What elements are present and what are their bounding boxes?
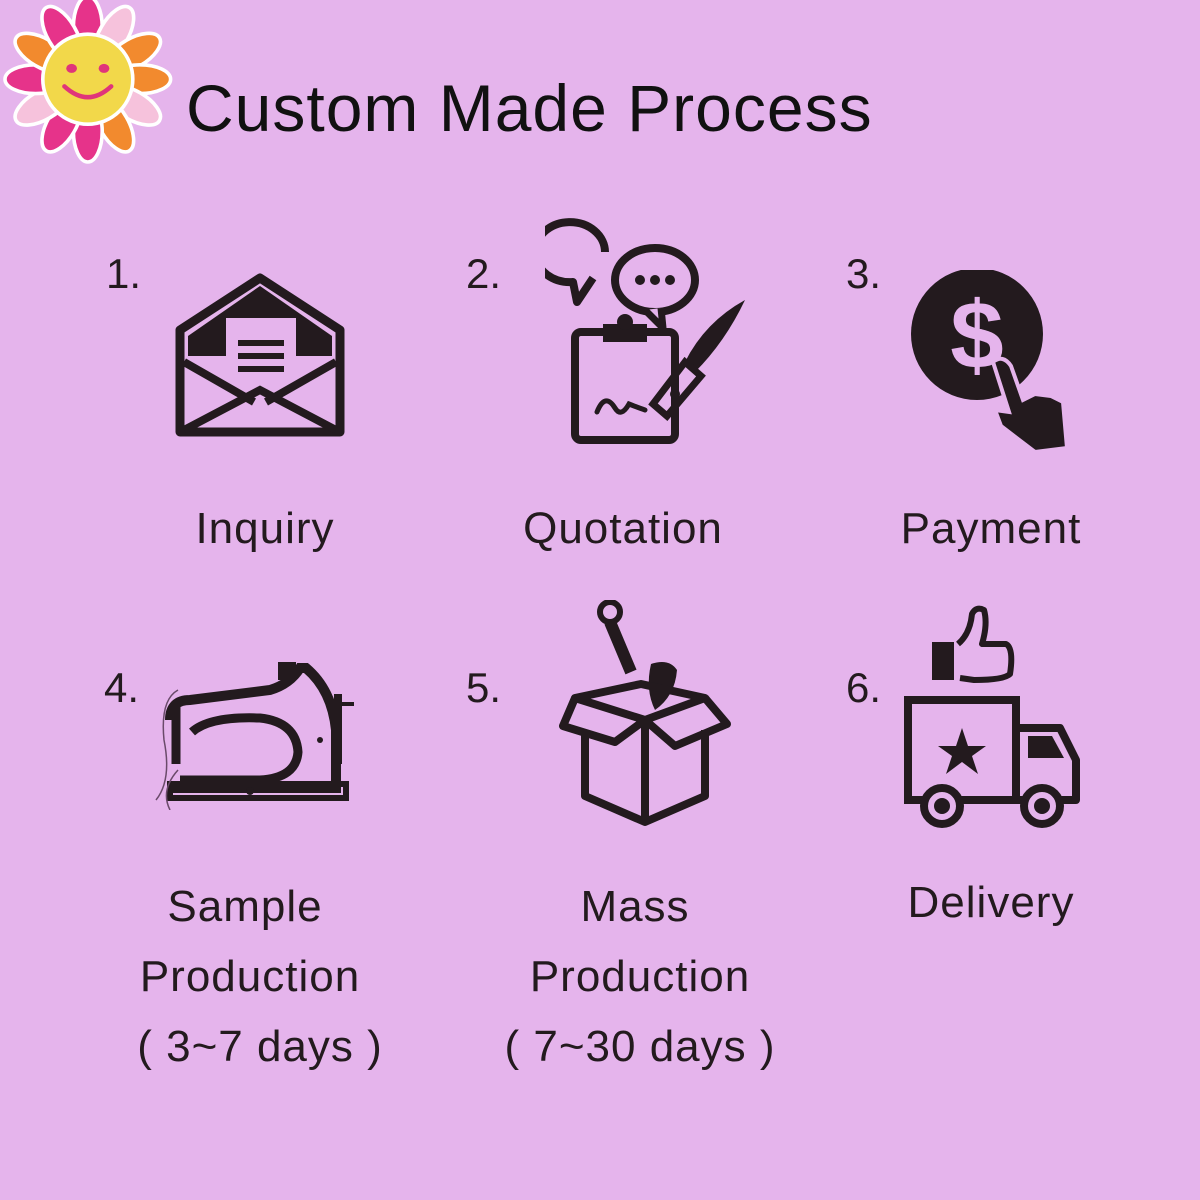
sewing-machine-icon	[155, 662, 354, 810]
thumbs-up-icon	[932, 605, 1015, 683]
clipboard-pen-chat-icon	[545, 218, 745, 444]
step-3-label: Payment	[900, 504, 1082, 553]
dollar-coin-hand-icon: $	[911, 270, 1070, 455]
step-4-label-line2: Production	[139, 952, 361, 1001]
step-4-label-line1: Sample	[167, 882, 323, 931]
step-1-number: 1.	[106, 250, 142, 297]
step-2-number: 2.	[466, 250, 502, 297]
box-tools-icon	[559, 600, 731, 826]
step-5-number: 5.	[466, 664, 502, 711]
step-5-duration: ( 7~30 days )	[504, 1022, 776, 1071]
step-4-number: 4.	[104, 664, 140, 711]
step-4-duration: ( 3~7 days )	[137, 1022, 383, 1071]
step-5-label-line2: Production	[529, 952, 751, 1001]
step-5-label-line1: Mass	[580, 882, 690, 931]
step-6-number: 6.	[846, 664, 882, 711]
envelope-letter-icon	[175, 273, 345, 437]
smiley-flower-logo	[3, 0, 173, 164]
truck-thumbs-up-icon	[904, 605, 1080, 828]
step-6-label: Delivery	[907, 878, 1075, 927]
step-1-label: Inquiry	[195, 504, 335, 553]
page-title: Custom Made Process	[186, 71, 873, 145]
step-2-label: Quotation	[523, 504, 723, 553]
step-3-number: 3.	[846, 250, 882, 297]
